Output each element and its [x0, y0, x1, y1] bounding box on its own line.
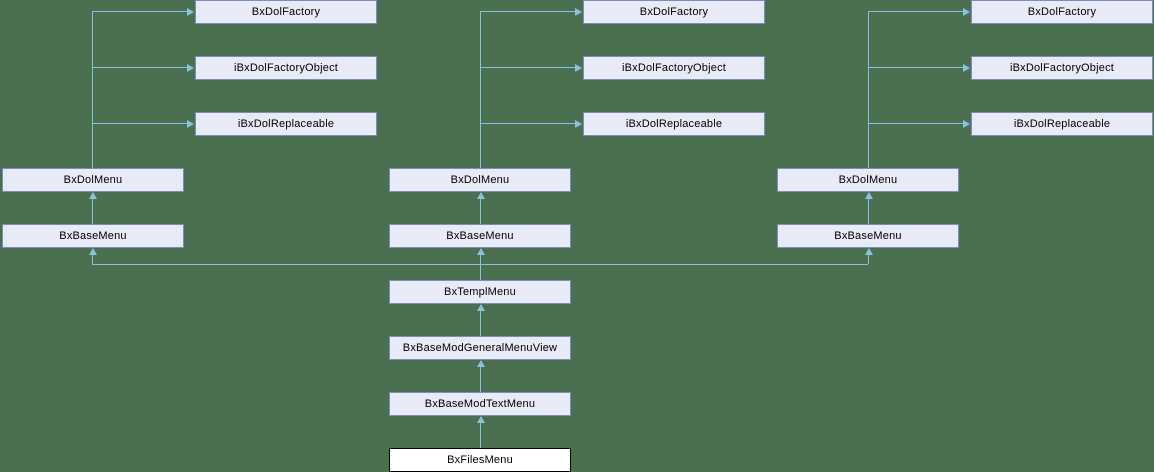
edge-horizontal [868, 11, 963, 12]
class-node-c3-factory[interactable]: BxDolFactory [971, 0, 1153, 24]
edge-vertical [480, 311, 481, 336]
edge-vertical [92, 199, 93, 224]
edge-arrowhead [187, 119, 194, 128]
edge-arrowhead [963, 119, 970, 128]
class-node-c3-dolmenu[interactable]: BxDolMenu [777, 168, 959, 192]
class-node-c1-basemenu[interactable]: BxBaseMenu [2, 224, 184, 248]
edge-horizontal [480, 123, 575, 124]
edge-trunk-vertical [92, 11, 93, 168]
class-node-c1-factory[interactable]: BxDolFactory [195, 0, 377, 24]
edge-arrowhead [963, 63, 970, 72]
edge-horizontal [480, 264, 868, 265]
edge-horizontal [480, 11, 575, 12]
edge-arrowhead [476, 192, 485, 199]
class-node-filesmenu[interactable]: BxFilesMenu [389, 448, 571, 472]
class-node-generalmenuview[interactable]: BxBaseModGeneralMenuView [389, 336, 571, 360]
class-node-c2-ireplaceable[interactable]: iBxDolReplaceable [583, 112, 765, 136]
class-node-c1-dolmenu[interactable]: BxDolMenu [2, 168, 184, 192]
edge-horizontal [868, 123, 963, 124]
edge-arrowhead [476, 248, 485, 255]
edge-arrowhead [575, 63, 582, 72]
edge-vertical [480, 255, 481, 280]
edge-vertical [868, 199, 869, 224]
edge-horizontal [92, 264, 480, 265]
edge-horizontal [480, 67, 575, 68]
edge-arrowhead [476, 416, 485, 423]
class-node-c1-ireplaceable[interactable]: iBxDolReplaceable [195, 112, 377, 136]
edge-horizontal [92, 11, 187, 12]
class-node-textmenu[interactable]: BxBaseModTextMenu [389, 392, 571, 416]
class-node-c2-basemenu[interactable]: BxBaseMenu [389, 224, 571, 248]
edge-horizontal [868, 67, 963, 68]
edge-arrowhead [963, 7, 970, 16]
edge-vertical [868, 255, 869, 264]
edge-horizontal [92, 123, 187, 124]
edge-arrowhead [575, 119, 582, 128]
edge-arrowhead [864, 192, 873, 199]
class-node-c3-basemenu[interactable]: BxBaseMenu [777, 224, 959, 248]
edge-arrowhead [476, 304, 485, 311]
class-node-templmenu[interactable]: BxTemplMenu [389, 280, 571, 304]
edge-arrowhead [864, 248, 873, 255]
edge-arrowhead [88, 248, 97, 255]
edge-arrowhead [575, 7, 582, 16]
edge-arrowhead [187, 63, 194, 72]
edge-trunk-vertical [868, 11, 869, 168]
class-node-c2-factory[interactable]: BxDolFactory [583, 0, 765, 24]
class-node-c3-ireplaceable[interactable]: iBxDolReplaceable [971, 112, 1153, 136]
edge-vertical [92, 255, 93, 264]
edge-vertical [480, 367, 481, 392]
edge-arrowhead [476, 360, 485, 367]
class-node-c2-ifactoryobj[interactable]: iBxDolFactoryObject [583, 56, 765, 80]
edge-horizontal [92, 67, 187, 68]
edge-arrowhead [187, 7, 194, 16]
edge-vertical [480, 199, 481, 224]
edge-arrowhead [88, 192, 97, 199]
edge-vertical [480, 423, 481, 448]
edge-trunk-vertical [480, 11, 481, 168]
class-node-c2-dolmenu[interactable]: BxDolMenu [389, 168, 571, 192]
class-node-c1-ifactoryobj[interactable]: iBxDolFactoryObject [195, 56, 377, 80]
class-node-c3-ifactoryobj[interactable]: iBxDolFactoryObject [971, 56, 1153, 80]
